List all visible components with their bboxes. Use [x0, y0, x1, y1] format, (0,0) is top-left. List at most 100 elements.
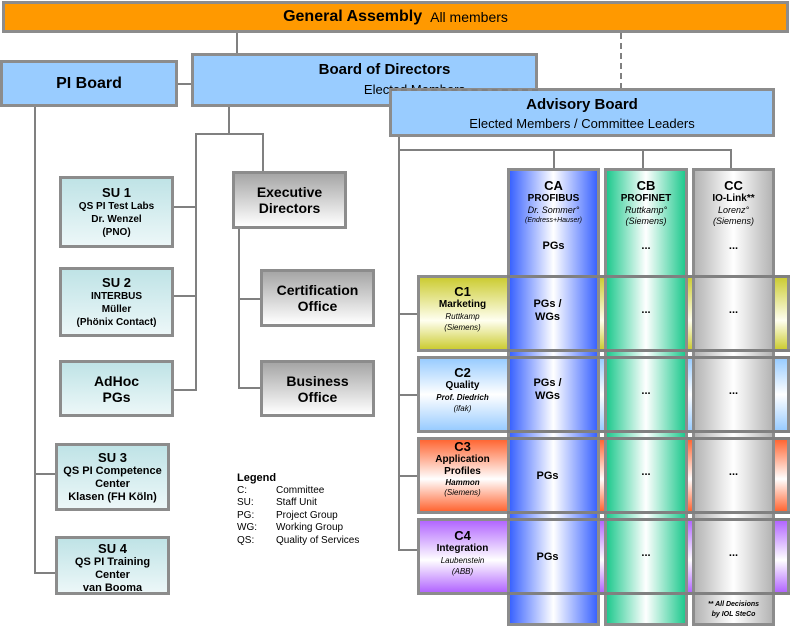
cell-c1-cb[interactable]: ... — [641, 304, 651, 316]
committee-name: Quality — [445, 380, 480, 391]
committee-name: Profiles — [444, 466, 481, 477]
committee-org: (Siemens) — [444, 488, 481, 497]
staff-unit-id: SU 2 — [102, 275, 131, 290]
staff-unit-line: QS PI Training — [74, 556, 151, 568]
dashed-connector — [620, 33, 622, 89]
business-office-box[interactable]: Business Office — [260, 360, 375, 417]
legend-key: PG: — [237, 509, 255, 521]
committee-lead: Laubenstein — [440, 556, 485, 565]
footnote-line: by IOL SteCo — [711, 611, 756, 618]
legend-value: Staff Unit — [276, 497, 317, 508]
committee-id: C3 — [454, 439, 471, 454]
committee-c2-label[interactable]: C2 Quality Prof. Diedrich (ifak) — [420, 365, 505, 414]
connector — [236, 33, 238, 55]
connector — [195, 133, 264, 135]
cell-c2-ca[interactable]: PGs /WGs — [510, 377, 585, 403]
column-ca[interactable] — [507, 168, 600, 626]
legend-key: SU: — [237, 497, 254, 508]
committee-name: Marketing — [438, 299, 487, 310]
connector — [238, 298, 261, 300]
row-separator — [507, 349, 790, 352]
staff-unit-su2[interactable]: SU 2 INTERBUS Müller (Phönix Contact) — [59, 267, 174, 337]
cell-c3-cc[interactable]: ... — [728, 466, 739, 478]
connector — [34, 106, 36, 574]
legend-key: WG: — [237, 522, 257, 533]
row-separator — [507, 518, 790, 521]
staff-unit-su3[interactable]: SU 3 QS PI Competence Center Klasen (FH … — [55, 443, 170, 511]
footnote-line: ** All Decisions — [707, 601, 760, 608]
staff-unit-line: PGs — [102, 388, 131, 405]
cell-c1-ca[interactable]: PGs /WGs — [510, 298, 585, 324]
advisory-board-box[interactable]: Advisory Board Elected Members / Committ… — [389, 88, 775, 137]
executive-directors-box[interactable]: Executive Directors — [232, 171, 347, 229]
cell-text: WGs — [534, 311, 561, 323]
connector — [262, 133, 264, 171]
staff-unit-line: Dr. Wenzel — [91, 214, 142, 225]
column-id: CA — [544, 178, 563, 193]
legend: Legend C: Committee SU: Staff Unit PG:Proj… — [237, 472, 359, 547]
cell-c2-cc[interactable]: ... — [728, 385, 739, 397]
column-header-cc: CC IO-Link** Lorenz° (Siemens) ... — [695, 178, 772, 253]
column-cc[interactable] — [692, 168, 775, 626]
legend-value: Working Group — [276, 522, 344, 533]
staff-unit-line: Center — [95, 478, 130, 490]
row-separator — [507, 592, 790, 595]
pi-board-box[interactable]: PI Board — [0, 60, 178, 107]
row-separator — [507, 511, 790, 514]
connector — [34, 473, 56, 475]
column-header-cb: CB PROFINET Ruttkamp° (Siemens) ... — [607, 178, 685, 253]
cell-c4-ca[interactable]: PGs — [536, 551, 559, 563]
advisory-board-subtitle: Elected Members / Committee Leaders — [469, 116, 695, 131]
committee-id: C1 — [454, 284, 471, 299]
legend-item: C: Committee — [237, 485, 359, 498]
committee-lead: Hammon — [445, 478, 480, 487]
committee-org: (ABB) — [451, 567, 474, 576]
staff-unit-id: AdHoc — [93, 372, 140, 389]
executive-title-line: Executive — [256, 184, 323, 200]
column-lead: Ruttkamp° — [624, 205, 668, 215]
committee-c3-label[interactable]: C3 Application Profiles Hammon (Siemens) — [420, 440, 505, 498]
office-title-line: Office — [297, 388, 338, 405]
staff-unit-adhoc-pgs[interactable]: AdHoc PGs — [59, 360, 174, 417]
column-name: PROFINET — [620, 193, 672, 204]
staff-unit-su1[interactable]: SU 1 QS PI Test Labs Dr. Wenzel (PNO) — [59, 176, 174, 248]
column-top-cell: ... — [728, 240, 739, 252]
connector — [195, 133, 197, 391]
cell-c3-ca[interactable]: PGs — [536, 470, 559, 482]
legend-item: PG:Project Group — [237, 510, 359, 523]
column-cb[interactable] — [604, 168, 688, 626]
staff-unit-line: QS PI Competence — [63, 465, 162, 477]
row-separator — [507, 437, 790, 440]
connector — [398, 149, 731, 151]
legend-key: QS: — [237, 534, 255, 546]
staff-unit-line: INTERBUS — [90, 291, 143, 302]
staff-unit-su4[interactable]: SU 4 QS PI Training Center van Booma — [55, 536, 170, 595]
certification-office-box[interactable]: Certification Office — [260, 269, 375, 327]
cell-c1-cc[interactable]: ... — [728, 304, 739, 316]
staff-unit-line: Center — [95, 569, 130, 581]
staff-unit-id: SU 1 — [102, 185, 131, 200]
connector — [398, 394, 420, 396]
connector — [553, 149, 555, 169]
legend-value: Committee — [276, 484, 325, 496]
cell-c3-cb[interactable]: ... — [641, 466, 651, 478]
cell-c2-cb[interactable]: ... — [641, 385, 651, 397]
connector — [398, 475, 420, 477]
staff-unit-id: SU 4 — [98, 541, 127, 556]
committee-lead: Prof. Diedrich — [436, 393, 489, 402]
connector — [238, 228, 240, 388]
general-assembly-box[interactable]: General Assembly All members — [2, 1, 789, 33]
committee-c1-label[interactable]: C1 Marketing Ruttkamp (Siemens) — [420, 284, 505, 333]
board-of-directors-title: Board of Directors — [318, 61, 451, 78]
committee-c4-label[interactable]: C4 Integration Laubenstein (ABB) — [420, 528, 505, 577]
connector — [228, 106, 230, 134]
cell-c4-cb[interactable]: ... — [641, 547, 651, 559]
connector — [398, 549, 420, 551]
legend-title: Legend — [237, 472, 277, 484]
cell-c4-cc[interactable]: ... — [728, 547, 739, 559]
connector — [177, 83, 193, 85]
advisory-board-title: Advisory Board — [526, 96, 638, 113]
legend-key: C: — [237, 484, 247, 496]
general-assembly-title: General Assembly — [283, 8, 423, 25]
column-id: CB — [636, 178, 656, 193]
